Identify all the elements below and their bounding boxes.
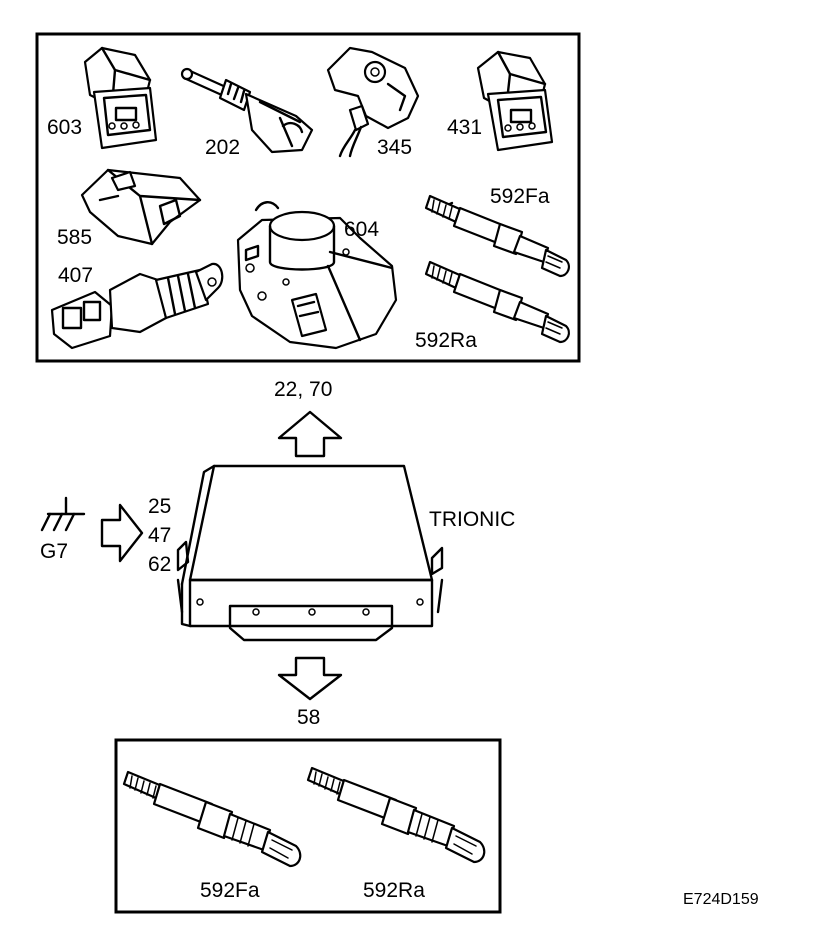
label-604: 604 xyxy=(344,218,379,241)
label-585: 585 xyxy=(57,226,92,249)
figure-code: E724D159 xyxy=(683,891,759,908)
input-arrow-up-icon xyxy=(277,410,343,458)
label-592fa-top: 592Fa xyxy=(490,185,550,208)
power-pin-2: 47 xyxy=(148,524,171,547)
label-603: 603 xyxy=(47,116,82,139)
label-592ra-output: 592Ra xyxy=(363,879,425,902)
power-pin-3: 62 xyxy=(148,553,171,576)
label-202: 202 xyxy=(205,136,240,159)
lambda-sensor-592ra-icon xyxy=(306,766,486,864)
label-592fa-output: 592Fa xyxy=(200,879,260,902)
label-592ra-top: 592Ra xyxy=(415,329,477,352)
power-pin-1: 25 xyxy=(148,495,171,518)
power-arrow-right-icon xyxy=(100,503,144,563)
lambda-sensor-592fa-top-icon xyxy=(424,194,570,278)
sensor-407-icon xyxy=(50,262,224,350)
ground-icon xyxy=(40,496,86,532)
sensor-345-icon xyxy=(326,46,420,158)
output-components-box xyxy=(114,738,502,914)
output-arrow-down-icon xyxy=(277,656,343,701)
label-407: 407 xyxy=(58,264,93,287)
sensor-202-icon xyxy=(180,67,314,154)
ground-label: G7 xyxy=(40,540,68,563)
lambda-sensor-592fa-icon xyxy=(122,770,302,868)
output-pin-label: 58 xyxy=(297,706,320,729)
lambda-sensor-592ra-top-icon xyxy=(424,260,570,344)
input-components-box xyxy=(35,32,581,363)
sensor-585-icon xyxy=(80,168,202,246)
sensor-603-icon xyxy=(83,46,158,150)
label-345: 345 xyxy=(377,136,412,159)
sensor-431-icon xyxy=(476,50,554,152)
ecu-name-label: TRIONIC xyxy=(429,508,515,531)
trionic-ecu-icon xyxy=(176,464,444,642)
label-431: 431 xyxy=(447,116,482,139)
throttle-body-604-icon xyxy=(236,201,398,350)
input-pin-label: 22, 70 xyxy=(274,378,332,401)
